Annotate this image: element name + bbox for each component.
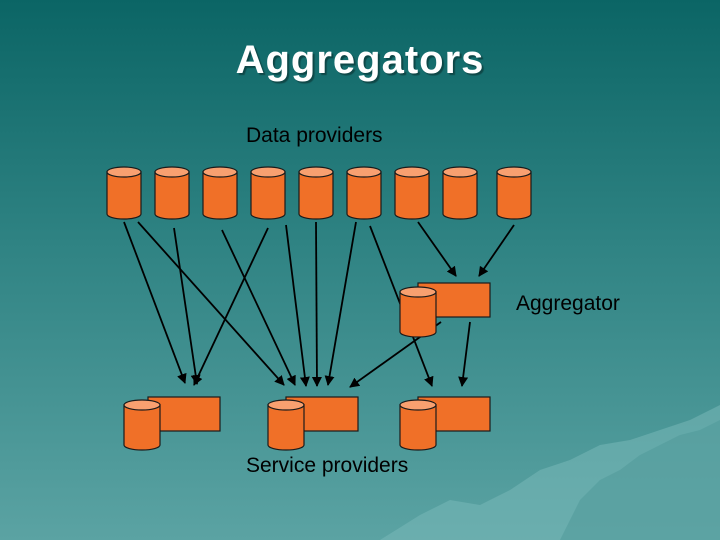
data-provider-cylinder-9: [496, 166, 532, 220]
data-provider-cylinder-5: [298, 166, 334, 220]
arrow-7: [311, 221, 322, 387]
aggregator-label: Aggregator: [516, 292, 620, 315]
data-provider-cylinder-4: [250, 166, 286, 220]
arrow-8: [324, 221, 357, 386]
service-provider-3-cylinder: [399, 399, 437, 451]
arrow-11: [478, 224, 515, 277]
arrow-1: [123, 221, 187, 384]
data-provider-cylinder-7: [394, 166, 430, 220]
slide-title: Aggregators: [235, 38, 485, 82]
arrow-2: [137, 221, 285, 386]
service-provider-2: [267, 396, 359, 451]
data-provider-cylinder-8: [442, 166, 478, 220]
arrow-13: [458, 321, 471, 387]
mountain-ridge: [560, 420, 720, 540]
service-providers-group: [123, 396, 491, 451]
data-provider-cylinder-1: [106, 166, 142, 220]
service-provider-1-cylinder: [123, 399, 161, 451]
service-provider-1: [123, 396, 221, 451]
service-providers-label: Service providers: [246, 454, 409, 477]
data-provider-cylinder-3: [202, 166, 238, 220]
arrow-4: [221, 229, 296, 386]
aggregator: [399, 282, 491, 338]
service-provider-2-cylinder: [267, 399, 305, 451]
data-provider-cylinder-2: [154, 166, 190, 220]
arrow-3: [173, 227, 201, 385]
arrow-5: [193, 227, 269, 386]
data-providers-group: [106, 166, 532, 220]
data-providers-label: Data providers: [246, 124, 383, 147]
aggregator-cylinder: [399, 286, 437, 338]
arrow-10: [417, 221, 457, 277]
arrow-6: [285, 224, 310, 387]
service-provider-3: [399, 396, 491, 451]
data-provider-cylinder-6: [346, 166, 382, 220]
aggregator-node: [399, 282, 491, 338]
